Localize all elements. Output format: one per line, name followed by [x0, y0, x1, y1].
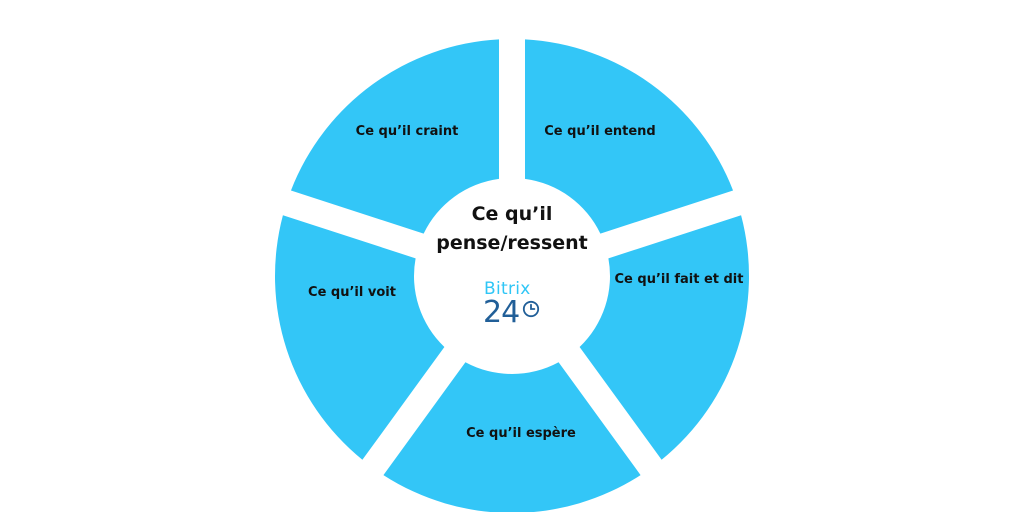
bitrix24-logo: Bitrix 24	[470, 278, 554, 334]
center-title-line2: pense/ressent	[436, 232, 588, 254]
segment-label-voit: Ce qu’il voit	[308, 285, 396, 300]
segment-fait-dit	[579, 215, 750, 460]
segment-label-entend: Ce qu’il entend	[544, 124, 656, 139]
logo-number-text: 24	[483, 295, 520, 330]
center-title: Ce qu’il pense/ressent	[412, 200, 612, 258]
logo-brand-text: Bitrix	[484, 279, 531, 299]
segment-espere	[383, 362, 641, 512]
segment-voit	[274, 215, 445, 460]
segment-craint	[290, 39, 499, 234]
segment-label-craint: Ce qu’il craint	[355, 124, 459, 139]
clock-icon	[522, 300, 540, 318]
segment-label-fait-dit: Ce qu’il fait et dit	[614, 272, 744, 287]
center-title-line1: Ce qu’il	[471, 203, 553, 225]
segment-entend	[525, 39, 734, 234]
segment-label-espere: Ce qu’il espère	[466, 426, 576, 441]
